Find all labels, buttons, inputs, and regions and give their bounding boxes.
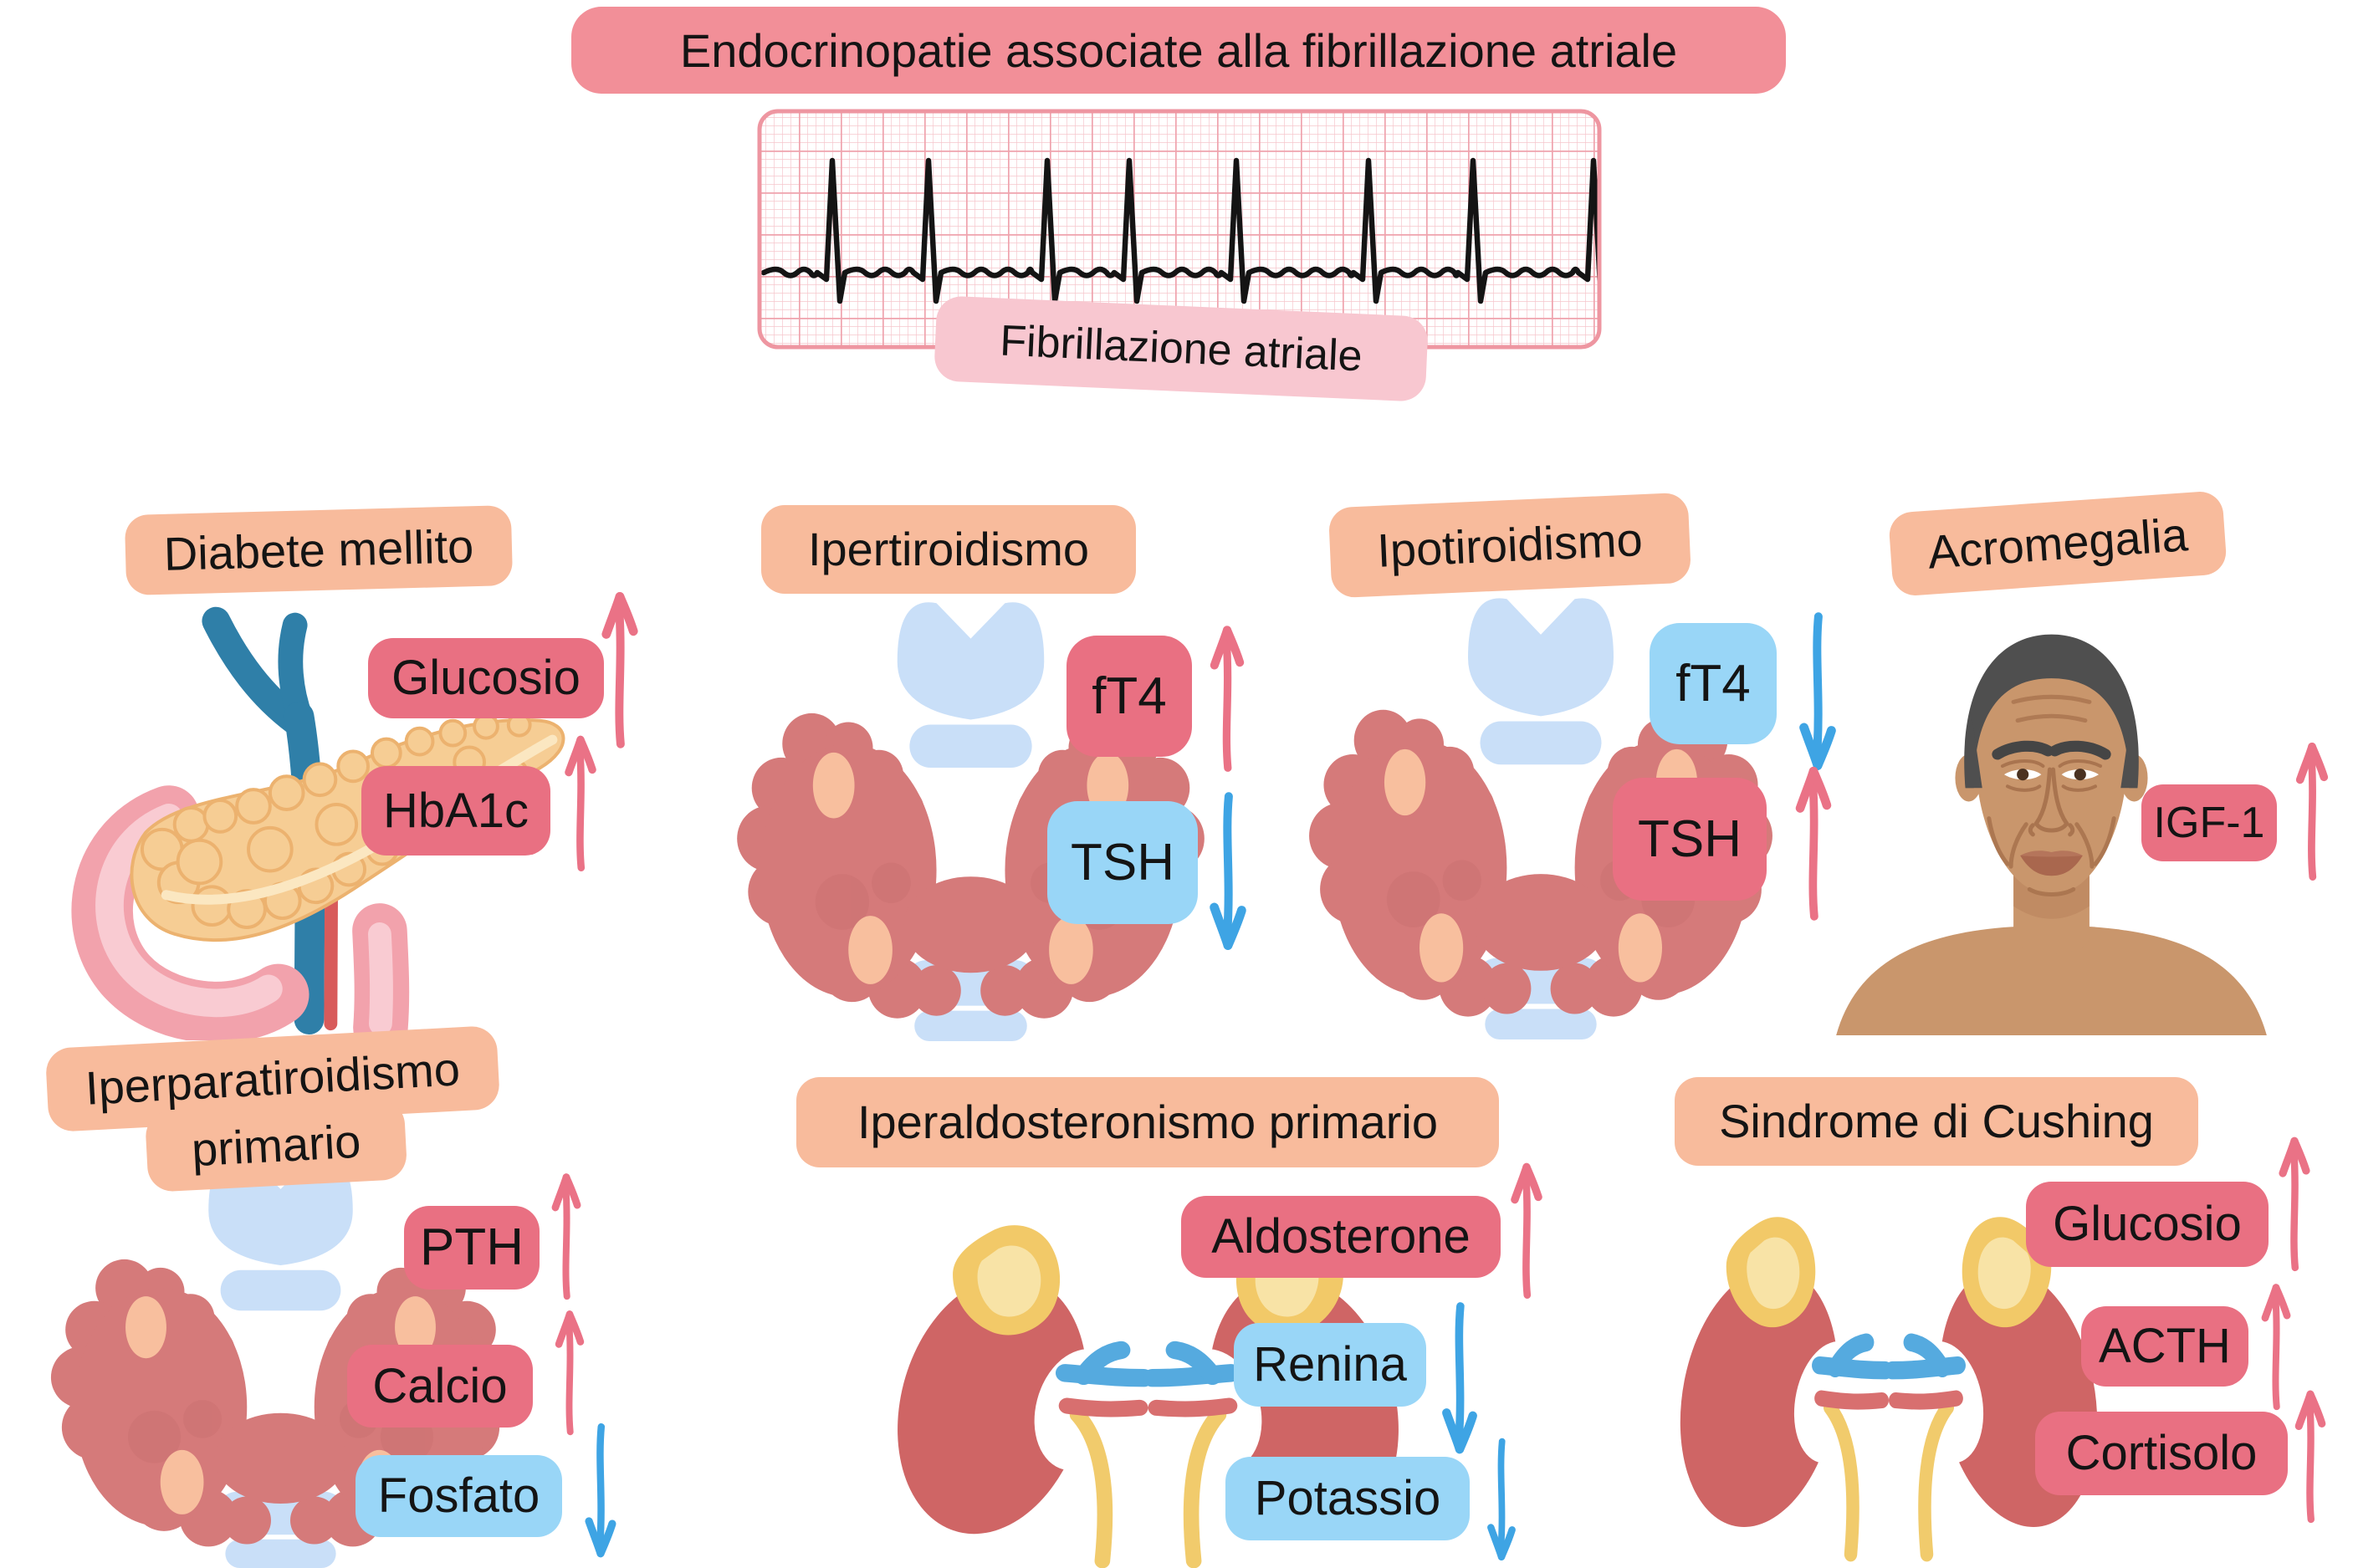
up-arrow-icon	[544, 1167, 589, 1301]
marker-potassio: Potassio	[1225, 1457, 1470, 1540]
iperaldosteronismo-label: Iperaldosteronismo primario	[796, 1077, 1499, 1167]
up-arrow-icon	[548, 1305, 591, 1437]
up-arrow-icon	[559, 729, 602, 873]
marker-hba1c: HbA1c	[361, 766, 550, 856]
marker-ft4-iper: fT4	[1067, 636, 1192, 757]
up-arrow-icon	[1202, 619, 1252, 774]
marker-aldosterone: Aldosterone	[1181, 1196, 1501, 1278]
up-arrow-icon	[2271, 1131, 2318, 1273]
marker-glucosio-diabete: Glucosio	[368, 638, 604, 718]
up-arrow-icon	[2286, 1384, 2335, 1525]
ecg-trace	[760, 157, 1599, 304]
ipertiroidismo-label: Ipertiroidismo	[761, 505, 1136, 594]
down-arrow-icon	[577, 1422, 624, 1564]
marker-cortisolo: Cortisolo	[2035, 1412, 2288, 1495]
iperparatiroidismo-label-line2: primario	[144, 1098, 408, 1193]
down-arrow-icon	[1477, 1437, 1526, 1566]
down-arrow-icon	[1792, 610, 1844, 778]
up-arrow-icon	[597, 584, 642, 751]
marker-renina: Renina	[1234, 1323, 1426, 1407]
iperparatiroidismo-label: Iperparatiroidismo primario	[44, 1024, 504, 1198]
marker-tsh-iper: TSH	[1047, 801, 1198, 924]
up-arrow-icon	[1788, 759, 1839, 922]
marker-acth: ACTH	[2081, 1306, 2248, 1387]
marker-pth: PTH	[404, 1206, 540, 1290]
ipotiroidismo-label: Ipotiroidismo	[1327, 492, 1692, 599]
diabete-mellito-label: Diabete mellito	[124, 504, 514, 596]
down-arrow-icon	[1202, 790, 1254, 958]
marker-ft4-ipo: fT4	[1650, 623, 1777, 744]
marker-calcio: Calcio	[347, 1345, 533, 1428]
marker-igf1: IGF-1	[2141, 784, 2277, 861]
page-title: Endocrinopatie associate alla fibrillazi…	[571, 7, 1786, 94]
marker-tsh-ipo: TSH	[1613, 778, 1767, 901]
cushing-label: Sindrome di Cushing	[1675, 1077, 2198, 1166]
marker-glucosio-cushing: Glucosio	[2026, 1182, 2269, 1267]
marker-fosfato: Fosfato	[356, 1455, 562, 1537]
up-arrow-icon	[2290, 736, 2334, 882]
up-arrow-icon	[1503, 1157, 1550, 1300]
